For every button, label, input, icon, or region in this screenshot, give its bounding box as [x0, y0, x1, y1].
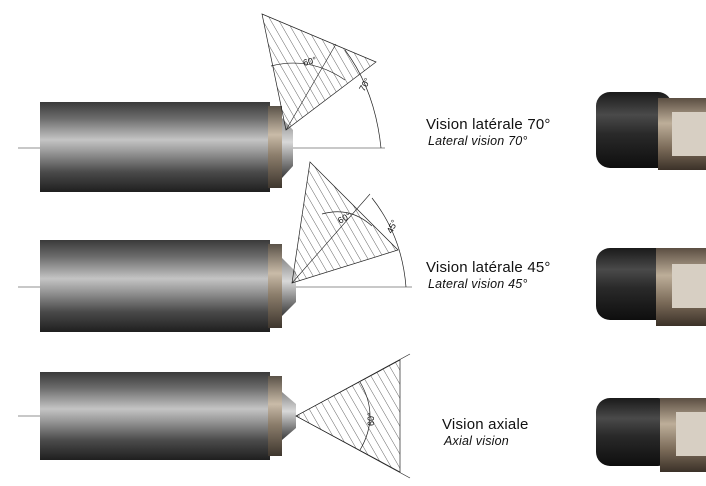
row-3-title-fr: Vision axiale: [442, 416, 529, 433]
render-2-face: [672, 264, 706, 308]
row-1-tube: [40, 102, 270, 192]
row-3-ray-top: [295, 353, 411, 417]
row-3-tip: [282, 392, 296, 440]
row-1-tip: [282, 118, 293, 178]
render-1-face: [672, 112, 706, 156]
row-1-title-en: Lateral vision 70°: [428, 134, 528, 148]
row-2-cap: [268, 244, 282, 328]
render-3-body: [596, 398, 672, 466]
row-3-angle-60: 60°: [366, 412, 376, 426]
row-1-arc-70: [344, 49, 382, 149]
row-1-probe: 60° 70°: [18, 13, 385, 192]
row-2-probe: 60° 45°: [18, 161, 412, 332]
row-3-field-of-view: [295, 359, 401, 473]
render-row-1: [596, 92, 706, 170]
row-1-angle-60: 60°: [302, 55, 318, 68]
row-3-title-en: Axial vision: [444, 434, 509, 448]
row-1-title-fr: Vision latérale 70°: [426, 116, 551, 133]
row-2-tube: [40, 240, 270, 332]
render-3-face: [676, 412, 706, 456]
row-3-tube: [40, 372, 270, 460]
row-3-cap: [268, 376, 282, 456]
row-1-angle-70: 70°: [357, 76, 373, 93]
row-2-tip: [282, 258, 296, 316]
row-1-field-of-view: [261, 13, 377, 131]
render-row-3: [596, 398, 706, 472]
row-2-centre-ray: [291, 193, 371, 284]
row-1-cap: [268, 106, 282, 188]
row-2-arc-45: [371, 197, 407, 288]
render-row-2: [596, 248, 706, 326]
row-2-title-fr: Vision latérale 45°: [426, 259, 551, 276]
row-3-ray-bottom: [295, 415, 411, 479]
row-3-probe: 60°: [18, 353, 411, 479]
row-1-centre-ray: [285, 43, 337, 131]
row-2-arc-60: [321, 211, 373, 227]
render-2-body: [596, 248, 672, 320]
row-3-arc-60: [359, 381, 371, 451]
row-1-arc-60: [270, 62, 346, 81]
render-1-body: [596, 92, 672, 168]
row-2-title-en: Lateral vision 45°: [428, 277, 528, 291]
